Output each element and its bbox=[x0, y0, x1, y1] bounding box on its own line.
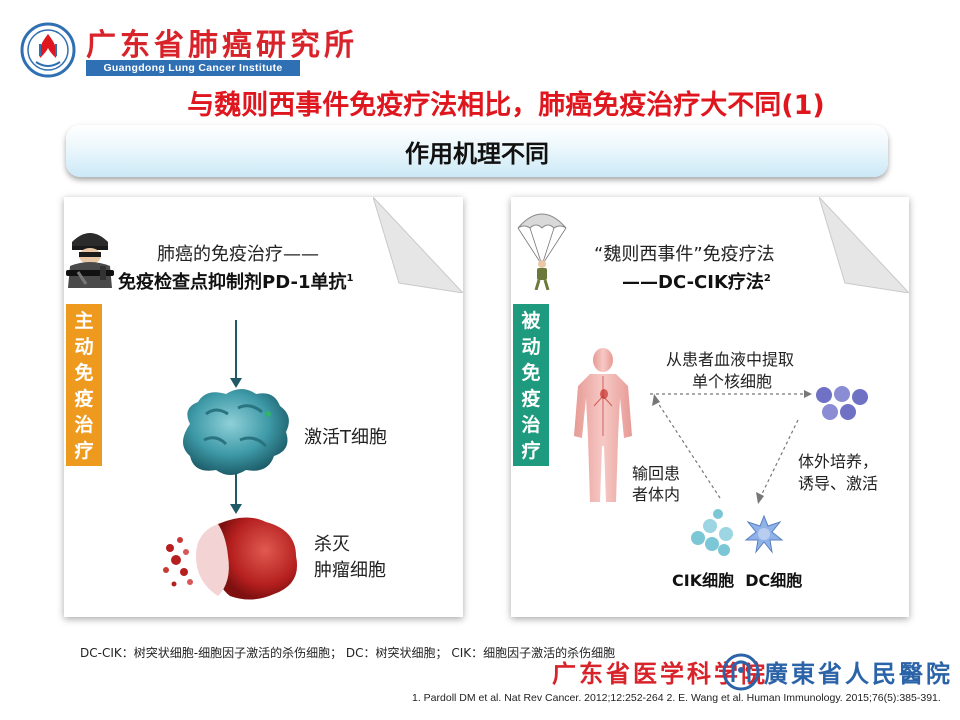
kill-label-line1: 杀灭 bbox=[314, 534, 350, 555]
extract-label-line2: 单个核细胞 bbox=[692, 372, 773, 391]
page-curl-left bbox=[373, 197, 463, 293]
tumor-cell-icon bbox=[163, 517, 298, 600]
institute-name-en-bar bbox=[86, 60, 300, 76]
process-arrows bbox=[650, 390, 812, 504]
mechanism-banner bbox=[66, 125, 888, 177]
passive-immunotherapy-label: 被 动 免 疫 治 疗 bbox=[513, 304, 549, 466]
soldier-icon bbox=[66, 233, 114, 288]
cells-label: CIK细胞 DC细胞 bbox=[672, 571, 803, 590]
page-curl-right bbox=[819, 197, 909, 293]
institute-name-cn: 广东省肺癌研究所 bbox=[86, 28, 358, 63]
page-title: 与魏则西事件免疫疗法相比，肺癌免疫治疗大不同(1) bbox=[187, 90, 825, 121]
right-title-line2: ——DC-CIK疗法2 bbox=[622, 272, 771, 293]
active-immunotherapy-label: 主 动 免 疫 治 疗 bbox=[66, 304, 102, 466]
human-body-icon bbox=[574, 348, 632, 502]
left-title-line2: 免疫检查点抑制剂PD-1单抗1 bbox=[118, 272, 354, 293]
culture-label-line1: 体外培养， bbox=[798, 452, 879, 471]
left-title-line1: 肺癌的免疫治疗—— bbox=[157, 244, 319, 265]
extract-label-line1: 从患者血液中提取 bbox=[666, 350, 795, 369]
abbreviation-footnote: DC-CIK：树突状细胞-细胞因子激活的杀伤细胞； DC：树突状细胞； CIK：… bbox=[80, 646, 616, 660]
references: 1. Pardoll DM et al. Nat Rev Cancer. 201… bbox=[412, 692, 941, 704]
hospital-name: 廣東省人民醫院 bbox=[764, 659, 953, 688]
activated-t-cell-label: 激活T细胞 bbox=[304, 427, 387, 448]
right-title-line1: “魏则西事件”免疫疗法 bbox=[594, 244, 775, 265]
mononuclear-cells-icon bbox=[816, 386, 868, 420]
institute-name-en: Guangdong Lung Cancer Institute bbox=[103, 62, 283, 74]
dc-cell-icon bbox=[744, 514, 784, 554]
cik-cells-icon bbox=[691, 509, 733, 556]
return-label-line1: 输回患 bbox=[632, 464, 681, 483]
hospital-logo-icon bbox=[722, 653, 760, 691]
kill-label-line2: 肿瘤细胞 bbox=[314, 560, 386, 581]
arrow-down-1 bbox=[230, 320, 242, 388]
institute-seal-icon bbox=[20, 22, 76, 78]
activated-t-cell-icon bbox=[183, 389, 289, 475]
return-label-line2: 者体内 bbox=[632, 485, 681, 504]
culture-label-line2: 诱导、激活 bbox=[798, 474, 879, 493]
parachute-icon bbox=[517, 213, 567, 290]
banner-text: 作用机理不同 bbox=[405, 140, 549, 168]
